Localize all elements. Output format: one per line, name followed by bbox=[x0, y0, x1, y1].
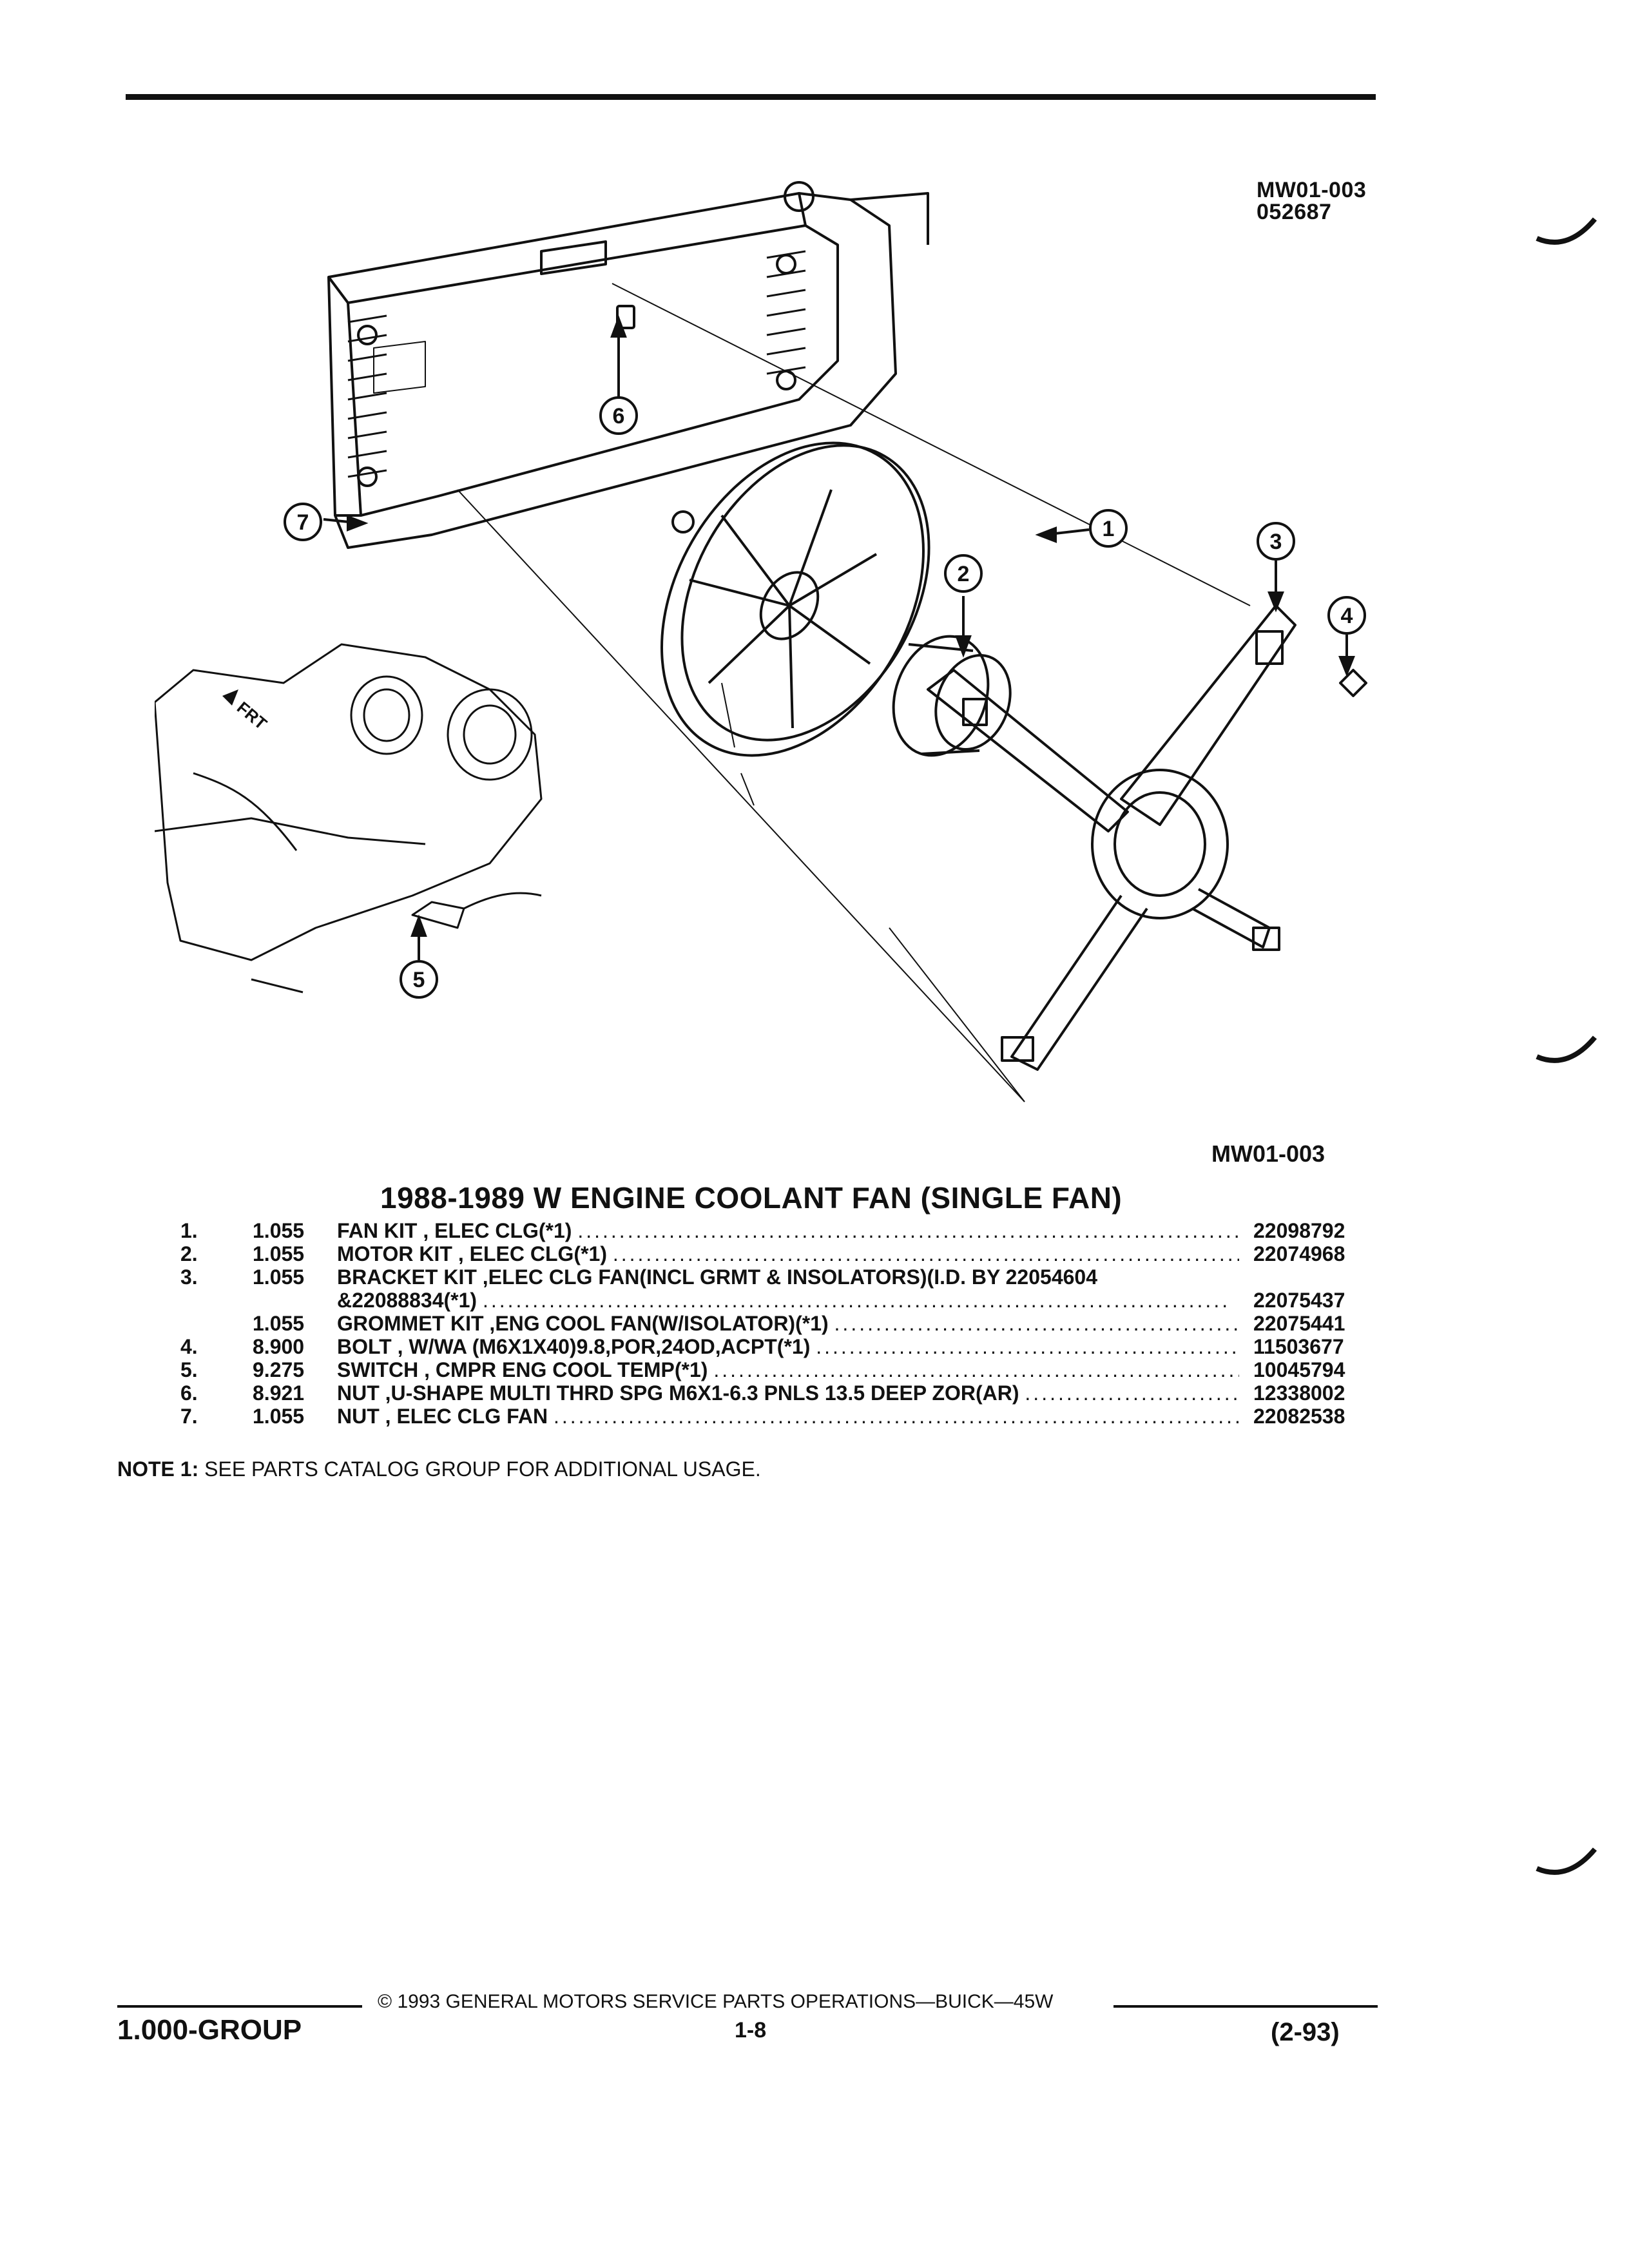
quantity: 9.275 bbox=[253, 1358, 305, 1381]
figure-id-bottom: MW01-003 bbox=[1211, 1140, 1325, 1167]
callout-5: 5 bbox=[413, 968, 425, 992]
footer-group: 1.000-GROUP bbox=[117, 2014, 302, 2046]
callout-5-circle bbox=[400, 960, 438, 999]
part-name: SWITCH bbox=[337, 1358, 419, 1381]
part-number: 22074968 bbox=[1253, 1242, 1345, 1265]
callout-1: 1 bbox=[1103, 517, 1115, 541]
part-name: GROMMET KIT bbox=[337, 1312, 484, 1335]
item-number: 7. bbox=[180, 1405, 198, 1428]
quantity: 8.900 bbox=[253, 1335, 305, 1358]
bolt-illustration bbox=[1339, 669, 1367, 697]
callout-4-circle bbox=[1327, 596, 1366, 635]
footer-copyright: © 1993 GENERAL MOTORS SERVICE PARTS OPER… bbox=[378, 1991, 1054, 2012]
part-name: FAN KIT bbox=[337, 1219, 418, 1242]
radiator-illustration bbox=[327, 181, 929, 549]
part-detail: ,U-SHAPE MULTI THRD SPG M6X1-6.3 PNLS 13… bbox=[379, 1381, 1019, 1405]
note-text: SEE PARTS CATALOG GROUP FOR ADDITIONAL U… bbox=[204, 1457, 761, 1481]
part-number: 12338002 bbox=[1253, 1381, 1345, 1405]
binder-mark-icon bbox=[1536, 1847, 1597, 1875]
part-number: 22082538 bbox=[1253, 1405, 1345, 1428]
binder-mark-icon bbox=[1536, 217, 1597, 245]
footer-rule-right bbox=[1113, 2005, 1378, 2008]
part-detail: , ELEC CLG FAN bbox=[379, 1405, 548, 1428]
footer-rule-left bbox=[117, 2005, 362, 2008]
callout-7-circle bbox=[284, 503, 322, 541]
part-number: 22075437 bbox=[1253, 1289, 1345, 1312]
part-detail: , ELEC CLG(*1) bbox=[417, 1219, 572, 1242]
part-detail: , ELEC CLG(*1) bbox=[452, 1242, 607, 1265]
callout-2-circle bbox=[944, 554, 983, 593]
part-name: BRACKET KIT bbox=[337, 1265, 477, 1289]
item-number: 2. bbox=[180, 1242, 198, 1265]
binder-mark-icon bbox=[1536, 1035, 1597, 1063]
quantity: 8.921 bbox=[253, 1381, 305, 1405]
callout-3: 3 bbox=[1270, 530, 1282, 554]
part-detail: , CMPR ENG COOL TEMP(*1) bbox=[418, 1358, 708, 1381]
callout-6: 6 bbox=[613, 404, 625, 428]
engine-illustration bbox=[155, 643, 543, 994]
part-name: MOTOR KIT bbox=[337, 1242, 452, 1265]
part-number: 22098792 bbox=[1253, 1219, 1345, 1242]
item-number: 1. bbox=[180, 1219, 198, 1242]
quantity: 1.055 bbox=[253, 1219, 305, 1242]
callout-6-circle bbox=[599, 396, 638, 435]
footer-date: (2-93) bbox=[1271, 2018, 1340, 2046]
item-number: 3. bbox=[180, 1265, 198, 1289]
item-number: 4. bbox=[180, 1335, 198, 1358]
part-number: 22075441 bbox=[1253, 1312, 1345, 1335]
nut-illustration bbox=[671, 510, 695, 533]
item-number: 6. bbox=[180, 1381, 198, 1405]
callout-3-circle bbox=[1257, 522, 1295, 561]
part-name: NUT bbox=[337, 1381, 380, 1405]
fan-bracket-illustration bbox=[927, 604, 1296, 1071]
top-rule bbox=[126, 94, 1376, 100]
quantity: 1.055 bbox=[253, 1265, 305, 1289]
part-name: NUT bbox=[337, 1405, 380, 1428]
front-direction-label: FRT bbox=[233, 698, 271, 734]
part-detail: ,ENG COOL FAN(W/ISOLATOR)(*1) bbox=[483, 1312, 829, 1335]
part-detail: &22088834(*1) bbox=[337, 1289, 477, 1312]
quantity: 1.055 bbox=[253, 1312, 305, 1335]
callout-2: 2 bbox=[958, 562, 970, 586]
quantity: 1.055 bbox=[253, 1242, 305, 1265]
quantity: 1.055 bbox=[253, 1405, 305, 1428]
part-detail: , W/WA (M6X1X40)9.8,POR,24OD,ACPT(*1) bbox=[391, 1335, 811, 1358]
figure-id: MW01-003 bbox=[1257, 178, 1367, 202]
projection-lines bbox=[457, 283, 1251, 1102]
part-number: 11503677 bbox=[1253, 1335, 1344, 1358]
footer-page-number: 1-8 bbox=[735, 2018, 767, 2042]
callout-1-circle bbox=[1089, 509, 1128, 548]
part-name: BOLT bbox=[337, 1335, 392, 1358]
figure-id-block: MW01-003 052687 bbox=[1257, 179, 1366, 223]
item-number: 5. bbox=[180, 1358, 198, 1381]
fan-blade-illustration bbox=[660, 441, 930, 757]
callout-4: 4 bbox=[1341, 604, 1353, 628]
catalog-note: NOTE 1: SEE PARTS CATALOG GROUP FOR ADDI… bbox=[117, 1457, 761, 1481]
section-title: 1988-1989 W ENGINE COOLANT FAN (SINGLE F… bbox=[380, 1181, 1123, 1215]
front-direction-arrow: FRT bbox=[222, 689, 271, 733]
note-label: NOTE 1: bbox=[117, 1457, 199, 1481]
part-detail: ,ELEC CLG FAN(INCL GRMT & INSOLATORS)(I.… bbox=[476, 1265, 1097, 1289]
figure-sub-id: 052687 bbox=[1257, 200, 1332, 224]
exploded-diagram: 6 7 1 2 3 4 5 FRT bbox=[155, 181, 1367, 1102]
part-number: 10045794 bbox=[1253, 1358, 1345, 1381]
callout-7: 7 bbox=[297, 510, 309, 535]
